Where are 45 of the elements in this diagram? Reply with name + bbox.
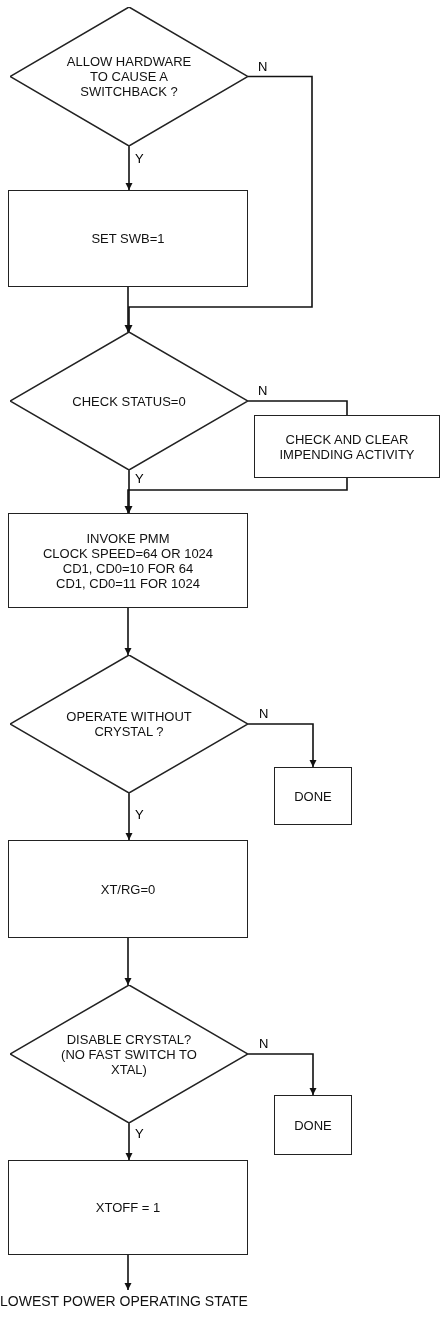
edge-label: N <box>257 60 269 74</box>
node-text: INVOKE PMM <box>86 530 170 546</box>
node-text: ALLOW HARDWARE TO CAUSE A SWITCHBACK ? <box>65 54 193 99</box>
node-text: XTOFF = 1 <box>95 1200 161 1215</box>
process-box <box>8 1160 248 1255</box>
node-text: CLOCK SPEED=64 OR 1024 <box>42 545 214 561</box>
node-text: CHECK STATUS=0 <box>72 393 186 409</box>
arrow <box>125 145 133 191</box>
decision-diamond <box>10 655 248 793</box>
node-text: XT/RG=0 <box>100 881 156 897</box>
arrow <box>247 1053 317 1096</box>
arrow <box>125 1122 133 1161</box>
edge-label: Y <box>134 808 145 822</box>
node-text: CHECK AND CLEAR IMPENDING ACTIVITY <box>278 431 416 462</box>
decision-diamond <box>10 7 248 146</box>
arrow <box>124 607 132 656</box>
edge-label: N <box>258 1037 270 1051</box>
node-text: CD1, CD0=10 FOR 64 <box>62 560 194 576</box>
arrow <box>125 469 133 514</box>
arrow <box>247 723 317 768</box>
process-box <box>8 190 248 287</box>
edge-label: Y <box>134 472 145 486</box>
node-text: DONE <box>294 1117 332 1133</box>
process-box <box>8 840 248 938</box>
node-text: DONE <box>294 788 332 804</box>
arrow <box>124 1254 132 1291</box>
process-box <box>8 513 248 608</box>
node-text: LOWEST POWER OPERATING STATE <box>0 1293 248 1309</box>
edge-label: Y <box>134 1127 145 1141</box>
arrow <box>124 937 132 986</box>
arrow <box>124 477 348 514</box>
edge-label: N <box>257 384 269 398</box>
process-box <box>274 1095 352 1155</box>
edge-label: Y <box>134 152 145 166</box>
node-text: SET SWB=1 <box>91 231 165 246</box>
arrow <box>124 286 132 333</box>
node-text: OPERATE WITHOUT CRYSTAL ? <box>65 709 193 739</box>
process-box <box>254 415 440 478</box>
arrow <box>125 792 133 841</box>
node-text: CD1, CD0=11 FOR 1024 <box>56 575 200 591</box>
node-text: DISABLE CRYSTAL? (NO FAST SWITCH TO XTAL) <box>60 1031 198 1077</box>
decision-diamond <box>10 332 248 470</box>
edge-label: N <box>258 707 270 721</box>
decision-diamond <box>10 985 248 1123</box>
process-box <box>274 767 352 825</box>
